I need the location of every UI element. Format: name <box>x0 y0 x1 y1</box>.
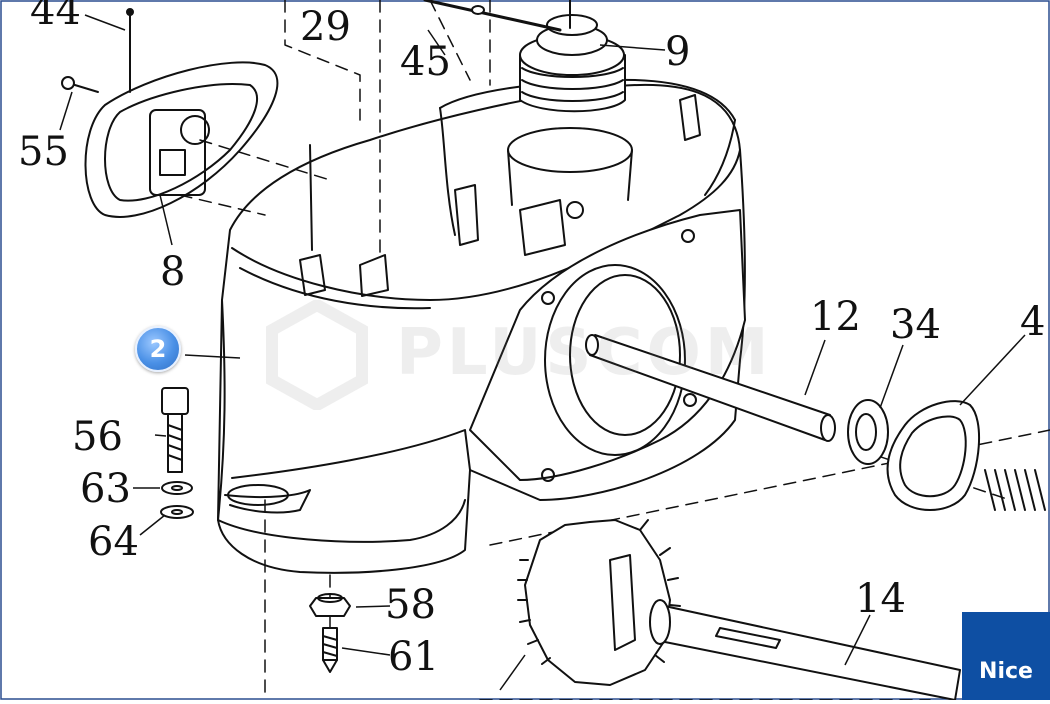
watermark-logo-icon <box>266 300 368 410</box>
nut-and-screw <box>309 593 351 673</box>
lid-assembly <box>61 8 279 218</box>
label-61: 61 <box>388 634 439 680</box>
label-64: 64 <box>88 519 139 565</box>
gasket <box>886 400 980 511</box>
label-55: 55 <box>18 129 69 175</box>
label-45: 45 <box>400 39 451 85</box>
label-4: 4 <box>1020 299 1045 345</box>
part-callout-marker[interactable]: 2 <box>135 326 181 372</box>
watermark-text: PLUSCOM <box>396 316 773 390</box>
label-34: 34 <box>890 302 941 348</box>
label-63: 63 <box>80 466 131 512</box>
leader-lines <box>59 14 1026 691</box>
label-9: 9 <box>665 29 690 75</box>
brand-logo: Nice <box>962 612 1050 700</box>
label-44: 44 <box>30 0 81 34</box>
spring <box>984 469 1046 511</box>
label-14: 14 <box>855 576 906 622</box>
label-8: 8 <box>160 249 185 295</box>
pin <box>423 0 562 32</box>
label-29: 29 <box>300 4 351 50</box>
shaft <box>585 334 836 442</box>
label-12: 12 <box>810 294 861 340</box>
bearing <box>847 399 889 465</box>
worm-pulley <box>519 0 626 113</box>
gear <box>517 519 961 701</box>
label-58: 58 <box>385 582 436 628</box>
bolt-and-washers <box>160 387 194 519</box>
label-56: 56 <box>72 414 123 460</box>
